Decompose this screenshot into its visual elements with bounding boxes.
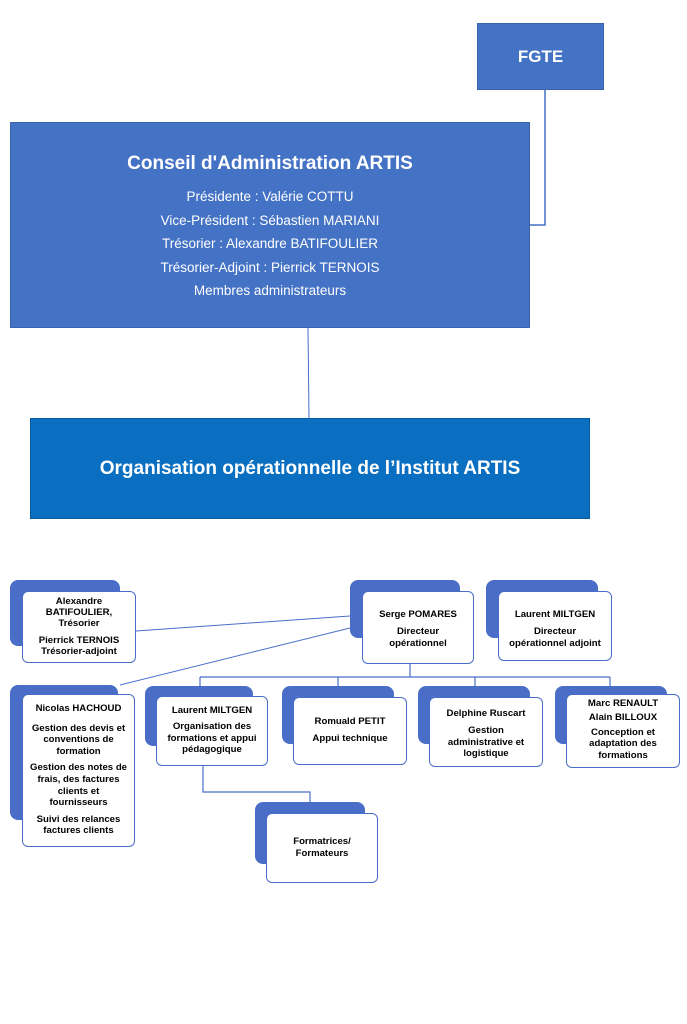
ruscart-card: Delphine Ruscart Gestion administrative … [429, 697, 543, 767]
council-vice-president: Vice-Président : Sébastien MARIANI [160, 212, 380, 228]
hachoud-task-2-line-2: frais, des factures [37, 773, 120, 785]
hachoud-card: Nicolas HACHOUD Gestion des devis et con… [22, 694, 135, 847]
treasurers-line-3: Trésorier [58, 618, 100, 630]
hachoud-task-2-line-4: fournisseurs [49, 797, 108, 809]
council-org-connector [307, 327, 310, 419]
trainers-card: Formatrices/ Formateurs [266, 813, 378, 883]
fgte-box: FGTE [477, 23, 604, 90]
council-title: Conseil d'Administration ARTIS [127, 153, 413, 174]
miltgen-name: Laurent MILTGEN [171, 705, 253, 716]
fgte-council-connector [530, 90, 546, 226]
council-box: Conseil d'Administration ARTIS Président… [10, 122, 530, 328]
miltgen-task-line-1: Organisation des [172, 720, 252, 732]
director-role-2: opérationnel [389, 637, 447, 649]
ruscart-name: Delphine Ruscart [446, 708, 526, 719]
miltgen-task-line-3: pédagogique [182, 744, 242, 756]
hachoud-name: Nicolas HACHOUD [35, 703, 122, 714]
deputy-card: Laurent MILTGEN Directeur opérationnel a… [498, 591, 612, 661]
org-title-box: Organisation opérationnelle de l’Institu… [30, 418, 590, 519]
director-card: Serge POMARES Directeur opérationnel [362, 591, 474, 664]
petit-task: Appui technique [312, 732, 388, 744]
miltgen-trainers-connector [202, 766, 311, 802]
renault-name: Marc RENAULT [587, 698, 659, 709]
council-treasurer: Trésorier : Alexandre BATIFOULIER [161, 236, 379, 251]
petit-name: Romuald PETIT [314, 716, 386, 727]
miltgen-card: Laurent MILTGEN Organisation des formati… [156, 696, 268, 766]
trainers-line-1: Formatrices/ [293, 836, 351, 847]
petit-card: Romuald PETIT Appui technique [293, 697, 407, 765]
hachoud-task-1-line-1: Gestion des devis et [31, 722, 126, 734]
treasurers-line-1: Alexandre [55, 596, 103, 607]
trainers-line-2: Formateurs [295, 847, 349, 859]
fgte-label: FGTE [517, 46, 564, 66]
hachoud-task-3-line-2: factures clients [43, 825, 114, 837]
director-name: Serge POMARES [379, 609, 457, 620]
director-role-1: Directeur [396, 625, 440, 637]
council-deputy-treasurer: Trésorier-Adjoint : Pierrick TERNOIS [160, 259, 380, 275]
deputy-role-1: Directeur [533, 625, 577, 637]
renault-task-line-3: formations [598, 749, 648, 761]
director-treasurers-connector-1 [135, 615, 351, 632]
treasurers-card: Alexandre BATIFOULIER, Trésorier Pierric… [22, 591, 136, 663]
hachoud-task-3-line-1: Suivi des relances [36, 813, 121, 825]
deputy-role-2: opérationnel adjoint [509, 637, 601, 649]
hachoud-task-2-line-3: clients et [57, 785, 100, 797]
treasurers-line-2: BATIFOULIER, [45, 607, 113, 619]
director-treasurers-connector-2 [119, 627, 351, 686]
hachoud-task-1-line-3: formation [56, 745, 101, 757]
miltgen-task-line-2: formations et appui [167, 732, 257, 744]
treasurers-line-4: Pierrick TERNOIS [38, 634, 120, 646]
ruscart-task-line-1: Gestion [468, 724, 504, 736]
deputy-name: Laurent MILTGEN [514, 609, 596, 620]
treasurers-line-5: Trésorier-adjoint [41, 645, 117, 657]
council-members: Membres administrateurs [193, 283, 347, 298]
org-title: Organisation opérationnelle de l’Institu… [99, 457, 521, 479]
renault-card: Marc RENAULT Alain BILLOUX Conception et… [566, 694, 680, 768]
billoux-name: Alain BILLOUX [588, 712, 658, 724]
council-president: Présidente : Valérie COTTU [186, 189, 354, 204]
renault-task-line-1: Conception et [591, 726, 655, 738]
hachoud-task-1-line-2: conventions de [43, 734, 114, 746]
ruscart-task-line-3: logistique [463, 748, 509, 760]
renault-task-line-2: adaptation des [589, 738, 657, 750]
hachoud-task-2-line-1: Gestion des notes de [29, 762, 128, 774]
ruscart-task-line-2: administrative et [447, 736, 525, 748]
